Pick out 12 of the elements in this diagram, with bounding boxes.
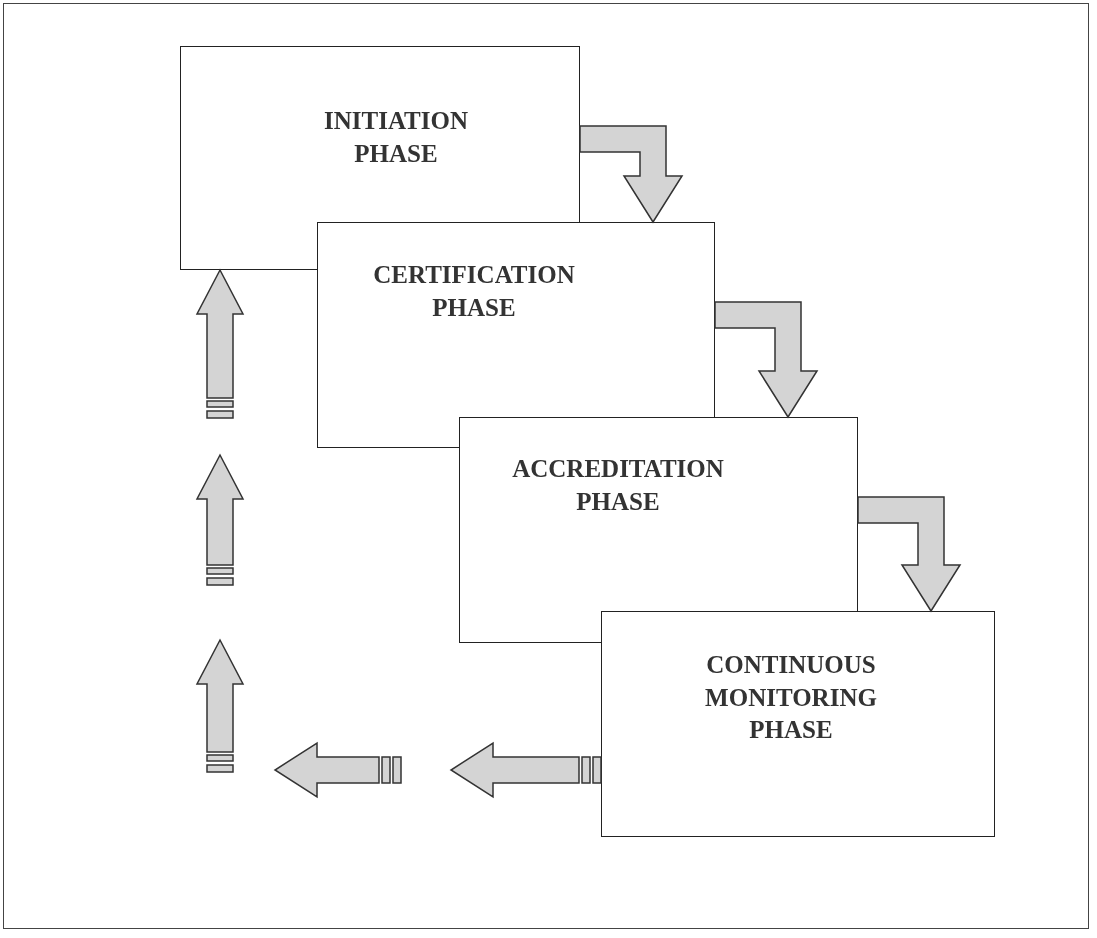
block-arrow xyxy=(714,301,819,419)
phase-box xyxy=(601,611,995,837)
block-arrow xyxy=(195,268,602,799)
block-arrow xyxy=(857,496,962,613)
phase-label: CERTIFICATION PHASE xyxy=(372,260,576,323)
phase-box xyxy=(317,222,715,448)
phase-box xyxy=(459,417,858,643)
phase-label: ACCREDITATION PHASE xyxy=(511,454,725,517)
block-arrow xyxy=(579,125,684,224)
phase-box xyxy=(180,46,580,222)
phase-label: CONTINUOUS MONITORING PHASE xyxy=(704,650,878,745)
phase-label: INITIATION PHASE xyxy=(323,106,469,169)
